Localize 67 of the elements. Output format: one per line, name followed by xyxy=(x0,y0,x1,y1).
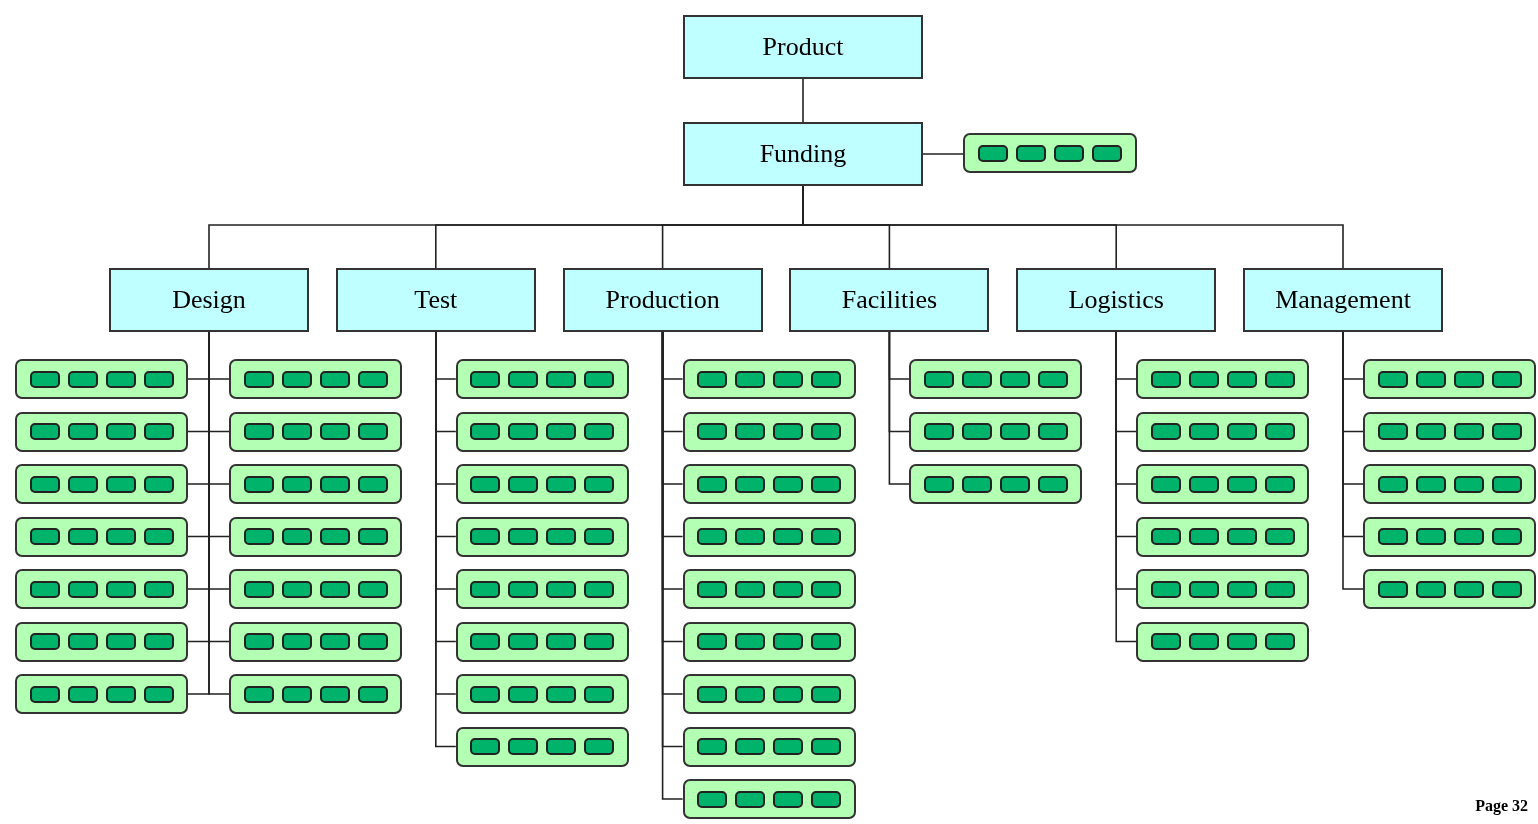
title-box xyxy=(789,268,990,332)
placeholder-bar xyxy=(1136,516,1310,557)
placeholder-bar xyxy=(1363,569,1536,609)
placeholder-bar xyxy=(229,674,402,714)
placeholder-bar xyxy=(682,621,856,662)
placeholder-bar xyxy=(1136,464,1310,504)
placeholder-bar xyxy=(15,621,188,662)
placeholder-bar xyxy=(682,779,856,819)
title-box xyxy=(683,122,923,186)
placeholder-bar xyxy=(1363,411,1536,452)
connector-line xyxy=(1115,331,1137,643)
placeholder-bar xyxy=(229,359,402,399)
placeholder-bar xyxy=(15,674,188,714)
placeholder-bar xyxy=(909,464,1083,504)
placeholder-bar xyxy=(909,411,1083,452)
placeholder-bar xyxy=(1136,359,1310,399)
placeholder-bar xyxy=(455,411,629,452)
placeholder-bar xyxy=(682,464,856,504)
node-label: Design xyxy=(172,283,246,316)
placeholder-bar xyxy=(15,359,188,399)
placeholder-bar xyxy=(15,516,188,557)
title-box xyxy=(335,268,536,332)
placeholder-bar xyxy=(1363,464,1536,504)
placeholder-bar xyxy=(682,516,856,557)
placeholder-bar xyxy=(15,569,188,609)
title-box xyxy=(1016,268,1217,332)
node-label: Production xyxy=(605,283,720,316)
placeholder-bar xyxy=(682,569,856,609)
placeholder-bar xyxy=(229,464,402,504)
placeholder-bar xyxy=(1363,516,1536,557)
placeholder-bar xyxy=(229,516,402,557)
title-box xyxy=(1243,268,1443,332)
placeholder-bar xyxy=(455,464,629,504)
placeholder-bar xyxy=(229,621,402,662)
connector-line xyxy=(1342,331,1364,590)
title-box xyxy=(683,15,923,79)
placeholder-bar xyxy=(455,674,629,714)
page-number: Page 32 xyxy=(1475,796,1528,817)
connector-line xyxy=(888,331,911,485)
connector-line xyxy=(922,153,964,155)
title-box xyxy=(109,268,309,332)
placeholder-bar xyxy=(1136,621,1310,662)
placeholder-bar xyxy=(455,621,629,662)
placeholder-bar xyxy=(963,133,1137,173)
placeholder-bar xyxy=(229,411,402,452)
node-label: Funding xyxy=(759,137,847,170)
placeholder-bar xyxy=(229,569,402,609)
node-label: Logistics xyxy=(1068,283,1164,316)
placeholder-bar xyxy=(682,411,856,452)
placeholder-bar xyxy=(455,359,629,399)
placeholder-bar xyxy=(455,569,629,609)
placeholder-bar xyxy=(455,516,629,557)
placeholder-bar xyxy=(1136,411,1310,452)
placeholder-bar xyxy=(1136,569,1310,609)
node-label: Facilities xyxy=(841,283,938,316)
node-label: Product xyxy=(762,30,844,63)
title-box xyxy=(562,268,763,332)
placeholder-bar xyxy=(15,464,188,504)
placeholder-bar xyxy=(682,674,856,714)
placeholder-bar xyxy=(909,359,1083,399)
placeholder-bar xyxy=(1363,359,1536,399)
placeholder-bar xyxy=(15,411,188,452)
placeholder-bar xyxy=(682,359,856,399)
node-label: Test xyxy=(414,283,458,316)
placeholder-bar xyxy=(455,726,629,767)
placeholder-bar xyxy=(682,726,856,767)
node-label: Management xyxy=(1275,283,1411,316)
